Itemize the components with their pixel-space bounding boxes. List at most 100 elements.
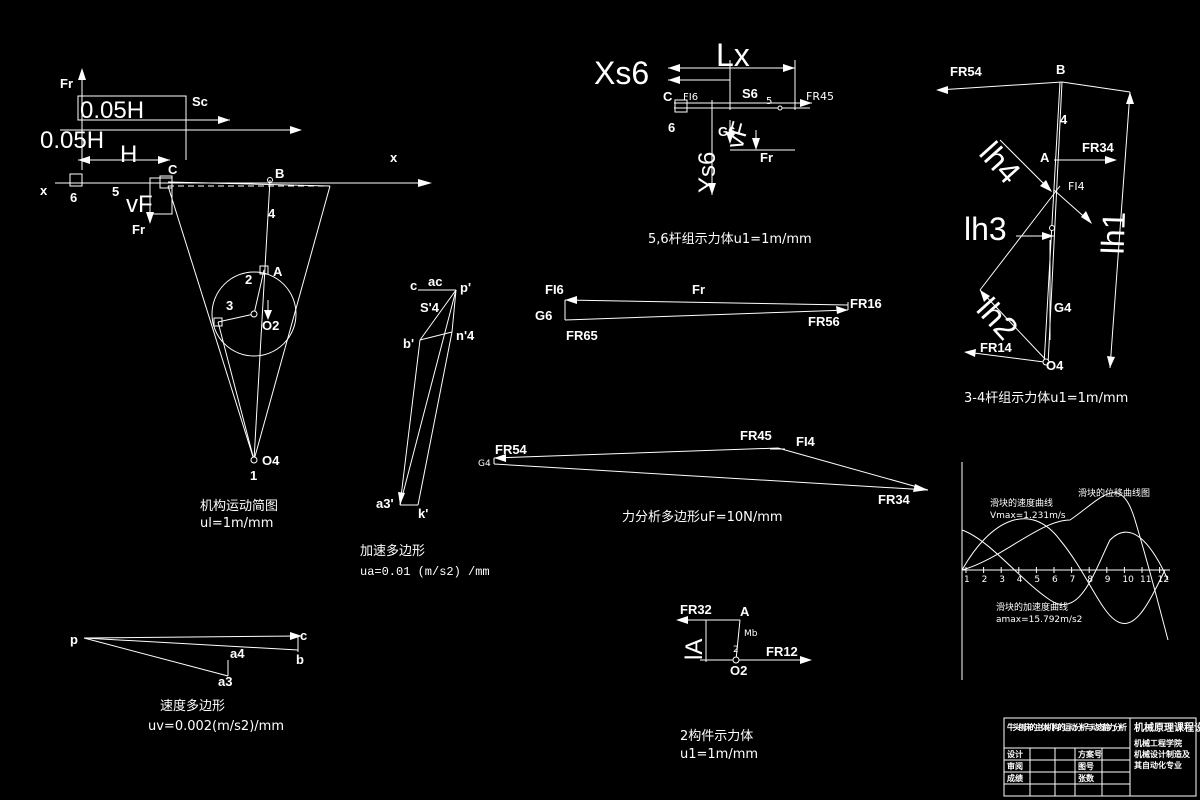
g34-lh2: lh2 [970, 291, 1025, 347]
curve-tick-label: 4 [1017, 575, 1023, 585]
slider-6-block [69, 173, 83, 187]
acc-s4: S'4 [420, 300, 440, 315]
mech-sc-label: Sc [192, 94, 208, 109]
mech-n1: 1 [250, 468, 257, 483]
g34-a: A [1040, 150, 1050, 165]
m2-la: lA [681, 639, 708, 660]
acc-n4: n'4 [456, 328, 475, 343]
m2-n2: 2 [733, 645, 739, 655]
mech-x-right: x [390, 150, 398, 165]
mech-n6: 6 [70, 190, 77, 205]
acceleration-polygon: c ac p' S'4 b' n'4 a3' k' 加速多边形 ua=0.01 … [360, 274, 490, 579]
mech-n4: 4 [268, 206, 276, 221]
g34-g4: G4 [1054, 300, 1072, 315]
acc-a3: a3' [376, 496, 394, 511]
curve-title-acceleration: 滑块的加速度曲线 [996, 601, 1068, 613]
curve-amax: amax=15.792m/s2 [996, 615, 1082, 625]
acc-scale: ua=0.01 (m/s2) /mm [360, 565, 490, 579]
g34-o4: O4 [1046, 358, 1064, 373]
curve-vmax: Vmax=1.231m/s [990, 511, 1066, 521]
curve-tick-label: 9 [1105, 575, 1111, 585]
fl-fr16: FR16 [850, 296, 882, 311]
m2-o2: O2 [730, 663, 747, 678]
displacement-curve [961, 492, 1169, 641]
curve-title-displacement: 滑块的位移曲线图 [1078, 487, 1150, 499]
mech-caption: 机构运动简图 [200, 498, 278, 514]
curve-tick-label: 12 [1158, 575, 1169, 585]
tb-sheet: 张数 [1078, 773, 1095, 783]
fl-fr: Fr [692, 282, 705, 297]
g34-lh4: lh4 [973, 135, 1028, 191]
mech-fr2: Fr [132, 222, 145, 237]
m2-mb: Mb [744, 629, 758, 639]
group-56-free-body: Xs6 Lx C FI6 S6 5 FR45 6 Ys6 G6 vF Fr 5,… [594, 37, 834, 247]
tb-class-no: 方案号 [1078, 749, 1102, 759]
g56-caption: 5,6杆组示力体u1=1m/mm [648, 232, 812, 247]
vel-c: c [300, 628, 307, 643]
g34-fi4: FI4 [1068, 180, 1085, 193]
g34-caption: 3-4杆组示力体u1=1m/mm [964, 391, 1128, 406]
tb-course: 机械原理课程设计 [1134, 721, 1200, 734]
curve-tick-label: 5 [1034, 575, 1040, 585]
vel-b: b [296, 652, 304, 667]
mech-scale: ul=1m/mm [200, 516, 273, 531]
fp-fr54: FR54 [495, 442, 528, 457]
curve-tick-label: 11 [1140, 575, 1151, 585]
mech-n5: 5 [112, 184, 119, 199]
vel-caption: 速度多边形 [160, 698, 225, 714]
fl-fi6: FI6 [545, 282, 564, 297]
acc-caption: 加速多边形 [360, 543, 425, 559]
g34-fr14: FR14 [980, 340, 1013, 355]
acceleration-curve [961, 529, 1169, 606]
g56-n5: 5 [766, 96, 772, 107]
tb-grade: 成绩 [1007, 773, 1023, 783]
acc-b: b' [403, 336, 414, 351]
g56-vf: vF [722, 119, 755, 152]
g34-fr34: FR34 [1082, 140, 1115, 155]
fp-fr45: FR45 [740, 428, 772, 443]
curve-tick-label: 7 [1070, 575, 1076, 585]
tb-review: 审阅 [1007, 761, 1023, 771]
m2-scale: u1=1m/mm [680, 747, 758, 762]
fp-fi4: FI4 [796, 434, 816, 449]
mechanism-diagram: Fr 0.05H Sc 0.05H H x x 6 5 C vF Fr B [40, 68, 432, 531]
tb-school-3: 其自动化专业 [1134, 760, 1182, 770]
vel-a3: a3 [218, 674, 232, 689]
acc-ac: ac [428, 274, 442, 289]
g56-fr: Fr [760, 150, 773, 165]
g34-fr54: FR54 [950, 64, 983, 79]
mech-dim-005h-a: 0.05H [80, 97, 144, 124]
mech-o2: O2 [262, 318, 279, 333]
g56-fi6: FI6 [683, 92, 698, 103]
m2-a: A [740, 604, 750, 619]
m2-caption: 2构件示力体 [680, 729, 753, 744]
curve-tick-label: 1 [964, 575, 970, 585]
g34-b: B [1056, 62, 1065, 77]
velocity-curve [961, 518, 1166, 624]
curve-tick-label: 10 [1122, 575, 1134, 585]
g34-lh3: lh3 [964, 211, 1007, 247]
mech-a: A [273, 264, 283, 279]
title-block: 牛头刨床的主体机构的运动分析与动态静力分析 设计 审阅 成绩 方案号 图号 张数… [1003, 717, 1200, 797]
vel-p: p [70, 632, 78, 647]
crank-circle [211, 271, 297, 357]
vel-a4: a4 [230, 646, 245, 661]
mech-h-label: H [120, 141, 137, 168]
mech-b: B [275, 166, 284, 181]
curve-title-velocity: 滑块的速度曲线 [990, 497, 1053, 509]
tb-design: 设计 [1007, 749, 1023, 759]
acc-k: k' [418, 506, 428, 521]
acc-c: c [410, 278, 417, 293]
g56-ys6: Ys6 [694, 152, 721, 193]
fl-fr56: FR56 [808, 314, 840, 329]
curve-tick-label: 3 [999, 575, 1005, 585]
curve-tick-label: 2 [982, 575, 988, 585]
mech-fr-label: Fr [60, 76, 73, 91]
slider-5-block [149, 177, 173, 215]
force-analysis-polygon: FR54 G4 FR45 FI4 FR34 力分析多边形uF=10N/mm [478, 428, 929, 525]
fp-g4: G4 [478, 459, 491, 469]
force-line-diagram: FI6 Fr FR16 G6 FR65 FR56 [535, 282, 882, 343]
m2-fr32: FR32 [680, 602, 712, 617]
